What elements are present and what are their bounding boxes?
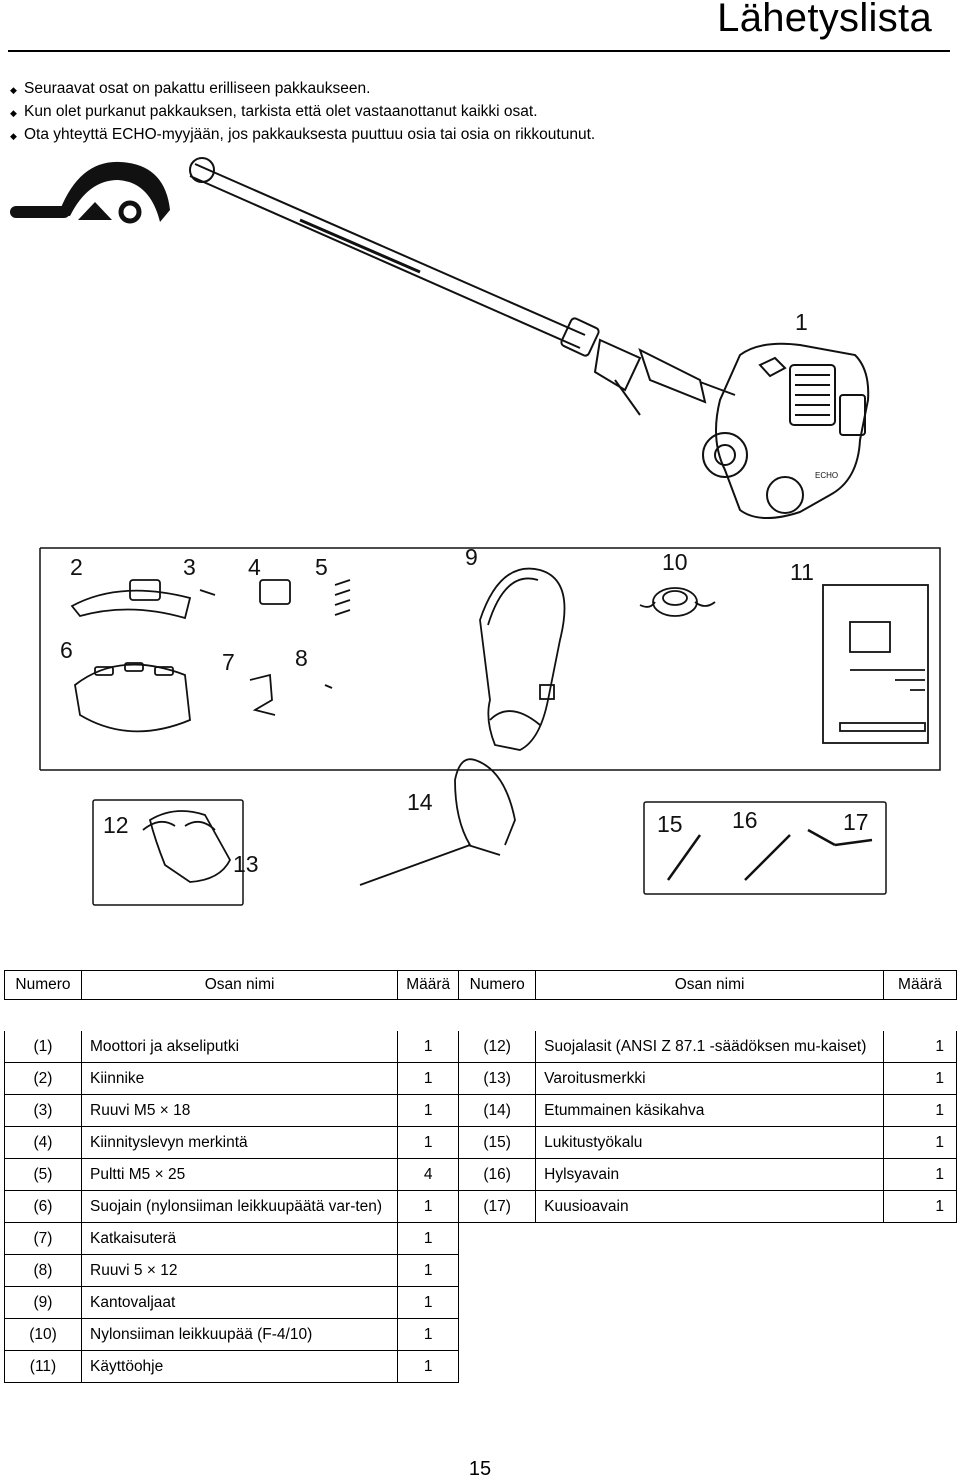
engine-brand-mark: ECHO	[815, 471, 838, 480]
handle-drawing	[359, 758, 516, 886]
screw-drawing	[324, 684, 333, 689]
figure-label-9: 9	[465, 544, 478, 570]
figure-label-4: 4	[248, 554, 261, 580]
figure-label-7: 7	[222, 649, 235, 675]
table-row: (11) Käyttöohje 1	[4, 1350, 957, 1383]
bullet-list: ◆Seuraavat osat on pakattu erilliseen pa…	[10, 78, 595, 147]
column-header: Osan nimi	[80, 970, 399, 1000]
table-header-row: Numero Osan nimi Määrä Numero Osan nimi …	[4, 970, 957, 1000]
figure-label-1: 1	[795, 309, 808, 335]
figure-label-12: 12	[103, 812, 129, 838]
column-header: Numero	[458, 970, 537, 1000]
engine-drawing: ECHO	[702, 342, 870, 520]
tools-box	[643, 801, 887, 895]
table-row: (3) Ruuvi M5 × 18 1 (14) Etummainen käsi…	[4, 1094, 957, 1127]
glasses-drawing	[142, 810, 232, 883]
bullet-item: ◆Ota yhteyttä ECHO-myyjään, jos pakkauks…	[10, 124, 595, 147]
diamond-bullet-icon: ◆	[10, 108, 17, 118]
figure-label-15: 15	[657, 811, 683, 837]
shield-drawing	[74, 662, 191, 733]
table-row: (5) Pultti M5 × 25 4 (16) Hylsyavain 1	[4, 1158, 957, 1191]
page-number: 15	[468, 1458, 492, 1480]
table-row: (9) Kantovaljaat 1	[4, 1286, 957, 1319]
header-rule	[8, 50, 950, 52]
guard-icon	[10, 161, 170, 224]
bullet-item: ◆Kun olet purkanut pakkauksen, tarkista …	[10, 101, 595, 124]
page-title: Lähetyslista	[717, 0, 932, 40]
column-header: Osan nimi	[535, 970, 884, 1000]
column-header: Määrä	[397, 970, 460, 1000]
figure-label-5: 5	[315, 554, 328, 580]
column-header: Määrä	[883, 970, 957, 1000]
table-row: (8) Ruuvi 5 × 12 1	[4, 1254, 957, 1287]
trimmer-head-drawing	[639, 587, 716, 617]
parts-table: Numero Osan nimi Määrä Numero Osan nimi …	[4, 970, 957, 1383]
figure-label-17: 17	[843, 809, 869, 835]
figure-label-11: 11	[790, 559, 814, 585]
plate-drawing	[259, 579, 291, 605]
bracket-drawing	[70, 579, 216, 620]
figure-label-13: 13	[233, 851, 259, 877]
table-row: (10) Nylonsiiman leikkuupää (F-4/10) 1	[4, 1318, 957, 1351]
figure-label-16: 16	[732, 807, 758, 833]
manual-drawing	[822, 584, 929, 744]
column-header: Numero	[4, 970, 82, 1000]
table-row: (2) Kiinnike 1 (13) Varoitusmerkki 1	[4, 1062, 957, 1095]
table-row: (1) Moottori ja akseliputki 1 (12) Suoja…	[4, 1031, 957, 1063]
table-row: (7) Katkaisuterä 1	[4, 1222, 957, 1255]
figure-label-8: 8	[295, 645, 308, 671]
diamond-bullet-icon: ◆	[10, 85, 17, 95]
bullet-item: ◆Seuraavat osat on pakattu erilliseen pa…	[10, 78, 595, 101]
bolts-drawing	[334, 579, 351, 616]
diamond-bullet-icon: ◆	[10, 131, 17, 141]
harness-drawing	[479, 567, 566, 751]
glasses-box	[92, 799, 244, 906]
figure-label-6: 6	[60, 637, 73, 663]
parts-box-top	[40, 547, 941, 771]
parts-illustration: ECHO	[10, 157, 941, 906]
figure-label-14: 14	[407, 789, 433, 815]
figure-label-10: 10	[662, 549, 688, 575]
figure-label-2: 2	[70, 554, 83, 580]
table-row: (6) Suojain (nylonsiiman leikkuupäätä va…	[4, 1190, 957, 1223]
engine-shaft-drawing	[189, 157, 736, 416]
table-row: (4) Kiinnityslevyn merkintä 1 (15) Lukit…	[4, 1126, 957, 1159]
tools-drawing	[666, 828, 873, 881]
figure-label-3: 3	[183, 554, 196, 580]
blade-drawing	[249, 673, 276, 716]
